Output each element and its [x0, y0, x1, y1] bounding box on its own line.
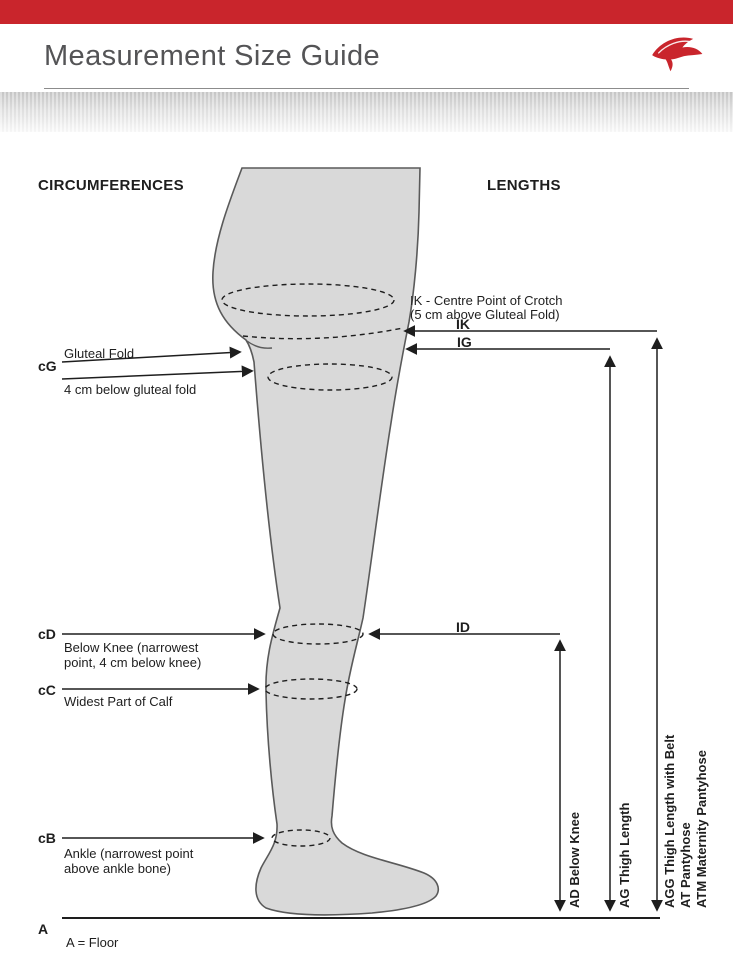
- ik-code: IK: [456, 316, 470, 332]
- atm-length-label: ATM Maternity Pantyhose: [694, 750, 709, 908]
- id-code: ID: [456, 619, 470, 635]
- ag-length-label: AG Thigh Length: [617, 802, 632, 908]
- gluteal-fold-crease: [246, 340, 273, 349]
- calf-dashed-ellipse: [264, 678, 358, 700]
- circumferences-heading: CIRCUMFERENCES: [38, 177, 184, 194]
- cg-label-below-fold: 4 cm below gluteal fold: [64, 382, 197, 397]
- top-red-bar: [0, 0, 733, 24]
- hip-dashed-ellipse: [221, 283, 395, 317]
- cd-code: cD: [38, 626, 56, 642]
- cb-code: cB: [38, 830, 56, 846]
- agg-length-label: AGG Thigh Length with Belt: [662, 734, 677, 908]
- cg-arrow-below-fold: [61, 365, 254, 380]
- decorative-band: [0, 92, 733, 132]
- bird-accent: [657, 40, 691, 54]
- cd-label: Below Knee (narrowest point, 4 cm below …: [64, 640, 202, 671]
- cc-label: Widest Part of Calf: [64, 694, 173, 709]
- ig-code: IG: [457, 334, 472, 350]
- a-floor-label: A = Floor: [66, 935, 119, 950]
- header-divider: [44, 88, 689, 89]
- ik-note-line2: (5 cm above Gluteal Fold): [410, 307, 560, 322]
- knee-dashed-ellipse: [272, 623, 364, 645]
- bird-body: [652, 37, 703, 72]
- crotch-dashed-line: [242, 327, 404, 340]
- agg-length-label-group: AGG Thigh Length with Belt AT Pantyhose …: [662, 735, 710, 908]
- lengths-heading: LENGTHS: [487, 177, 561, 194]
- ankle-dashed-ellipse: [271, 829, 331, 847]
- cb-label: Ankle (narrowest point above ankle bone): [64, 846, 194, 877]
- cc-code: cC: [38, 682, 56, 698]
- ad-length-label: AD Below Knee: [567, 811, 582, 908]
- thigh-dashed-ellipse: [267, 363, 393, 391]
- leg-outline: [212, 167, 440, 916]
- a-code: A: [38, 921, 49, 937]
- at-length-label: AT Pantyhose: [678, 822, 693, 908]
- ik-note-line1: IK - Centre Point of Crotch: [410, 293, 563, 308]
- cg-arrow-gluteal-fold: [61, 346, 242, 363]
- page-title: Measurement Size Guide: [44, 40, 381, 72]
- cg-label-gluteal-fold: Gluteal Fold: [64, 346, 135, 361]
- brand-logo-bird-icon: [652, 37, 703, 72]
- cg-code: cG: [38, 358, 57, 374]
